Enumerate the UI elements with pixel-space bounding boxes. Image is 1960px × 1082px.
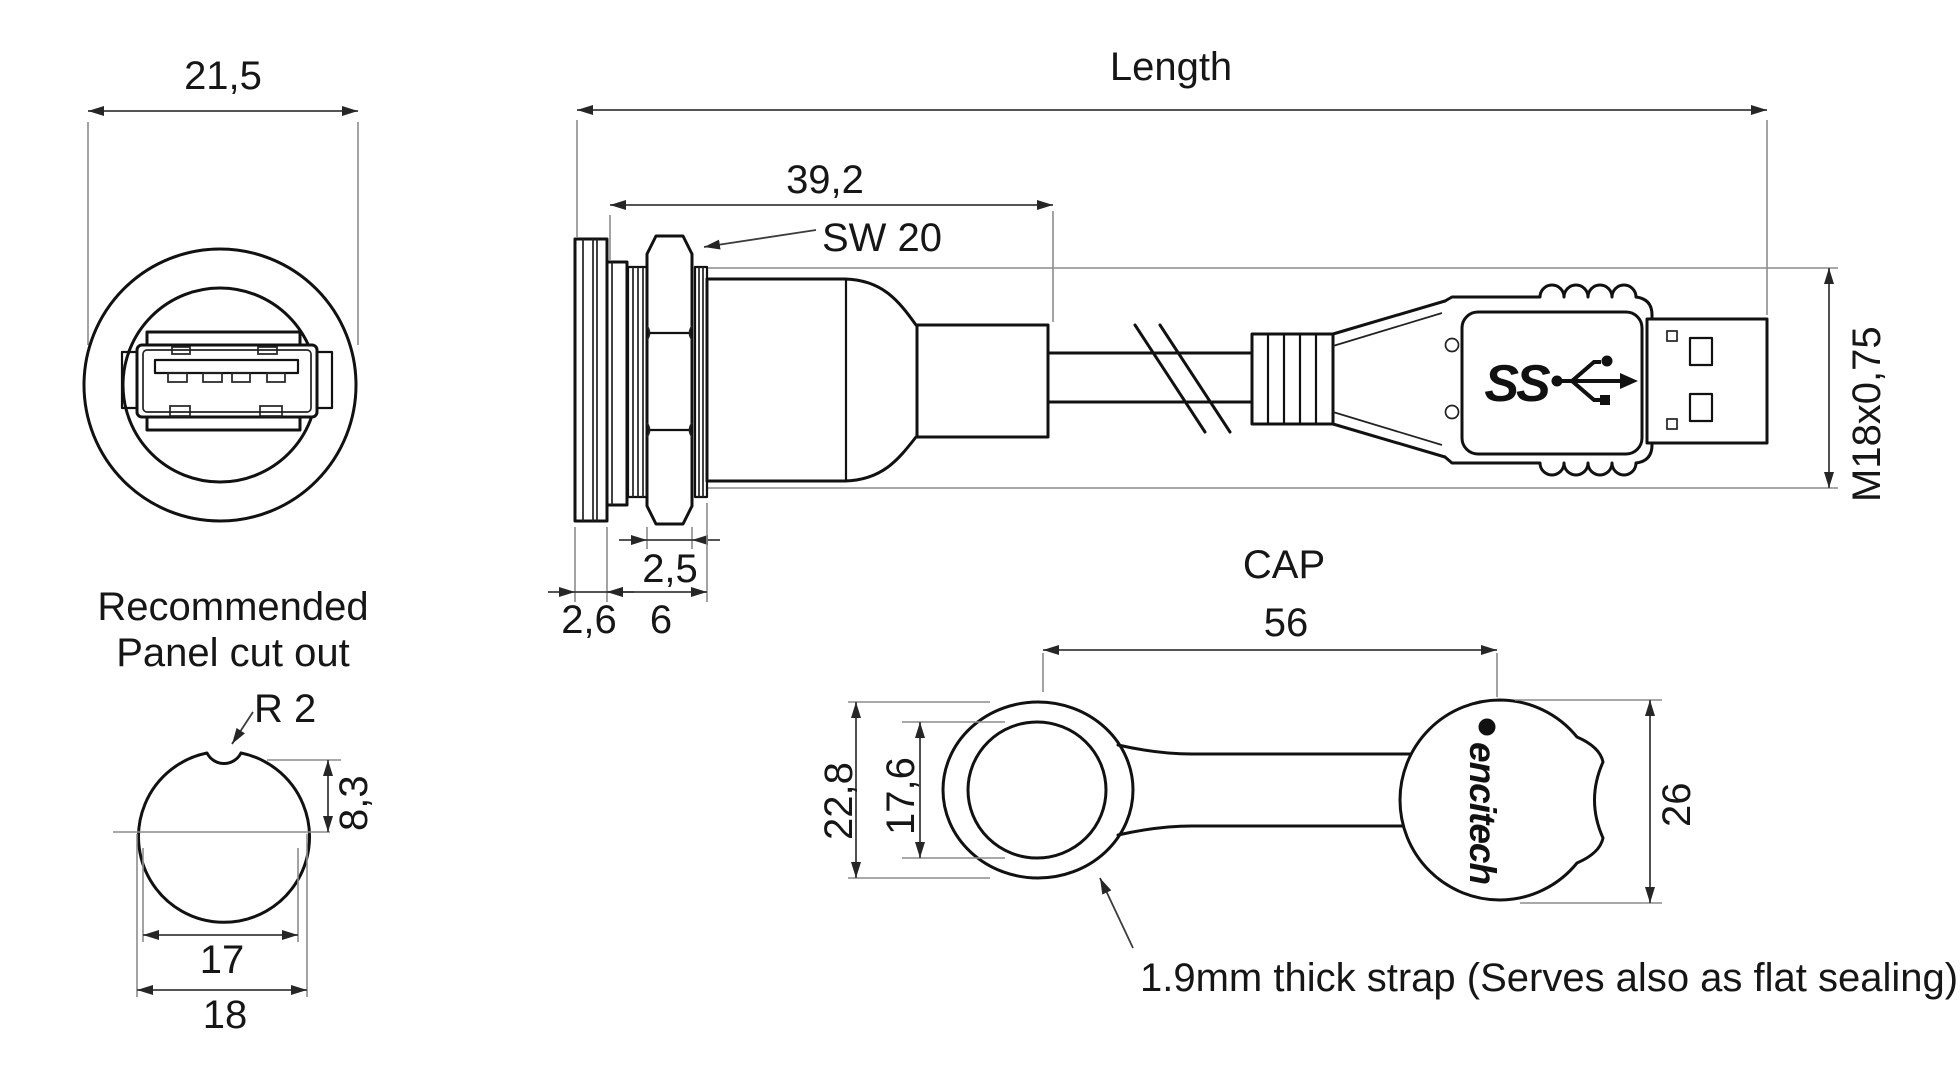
connector-body <box>705 277 1050 483</box>
strap-note-text: 1.9mm thick strap (Serves also as flat s… <box>1140 956 1958 1000</box>
cutout-flat-width-dim-label: 17 <box>200 938 245 982</box>
usb-a-receptacle-front <box>120 330 334 432</box>
plug-flare-outer <box>1331 299 1447 459</box>
bezel-outer-circle <box>82 247 358 523</box>
usb-tongue <box>153 358 300 375</box>
strap-note-leader <box>1099 877 1134 949</box>
cap-title: CAP <box>1243 543 1325 587</box>
small-dimensions: 2,5 2,6 6 <box>548 503 720 642</box>
length-dim-label: Length <box>1110 45 1232 89</box>
superspeed-usb-logo: SS <box>1484 355 1638 413</box>
cap-view: CAP 56 22,8 17,6 encitech 26 <box>817 543 1958 1000</box>
cap-body <box>1398 698 1605 902</box>
front-length-dim-label: 39,2 <box>786 158 864 202</box>
cable <box>1046 323 1254 434</box>
usb-a-plug-shell <box>1645 317 1769 445</box>
panel-cutout-title-line1: Recommended <box>97 585 368 629</box>
panel-cutout-view: Recommended Panel cut out R 2 8,3 17 18 <box>97 585 376 1037</box>
ring-outer <box>941 700 1135 880</box>
ss-logo-text: SS <box>1484 355 1551 413</box>
cable-break-symbol <box>1133 323 1232 434</box>
cap-strap <box>1116 743 1422 837</box>
encitech-brand-text: encitech <box>1462 742 1503 885</box>
thread-length-dim-label: 6 <box>650 598 672 642</box>
front-view: 21,5 <box>82 54 359 523</box>
encitech-logo: encitech <box>1462 718 1503 885</box>
encitech-logo-dot <box>1478 718 1496 736</box>
radius-leader-line <box>231 711 254 745</box>
thread-section-rear <box>693 265 709 499</box>
ring-inner <box>966 720 1108 860</box>
strap-length-dim-label: 56 <box>1264 601 1309 645</box>
gasket-ring <box>605 260 629 507</box>
nut-thickness-dim-label: 2,5 <box>642 547 698 591</box>
plug-boot <box>1250 332 1335 426</box>
plug-dot-top <box>1444 337 1460 353</box>
ring-outer-dim-label: 22,8 <box>817 762 861 840</box>
cap-diameter-dim-label: 26 <box>1655 783 1699 828</box>
strain-relief <box>915 323 1050 439</box>
plug-dot-bottom <box>1444 404 1460 420</box>
cutout-height-dim-label: 8,3 <box>332 775 376 831</box>
bezel-flange <box>573 237 609 523</box>
ring-inner-dim-label: 17,6 <box>879 757 923 835</box>
cutout-diameter-dim-label: 18 <box>203 993 248 1037</box>
bezel-thickness-dim-label: 2,6 <box>561 598 617 642</box>
thread-spec-label: M18x0,75 <box>1845 326 1889 502</box>
usb-trident-icon <box>1551 355 1638 405</box>
plug-flare-inner <box>1332 312 1443 446</box>
wrench-leader-line <box>703 229 817 250</box>
hex-nut <box>645 234 694 526</box>
cutout-circle-with-notch <box>137 751 311 924</box>
radius-dim-label: R 2 <box>254 687 316 731</box>
side-view: Length 39,2 SW 20 <box>548 45 1889 642</box>
thread-section-front <box>626 265 649 499</box>
front-width-dim-label: 21,5 <box>184 54 262 98</box>
wrench-size-label: SW 20 <box>822 216 942 260</box>
panel-cutout-title-line2: Panel cut out <box>116 631 350 675</box>
